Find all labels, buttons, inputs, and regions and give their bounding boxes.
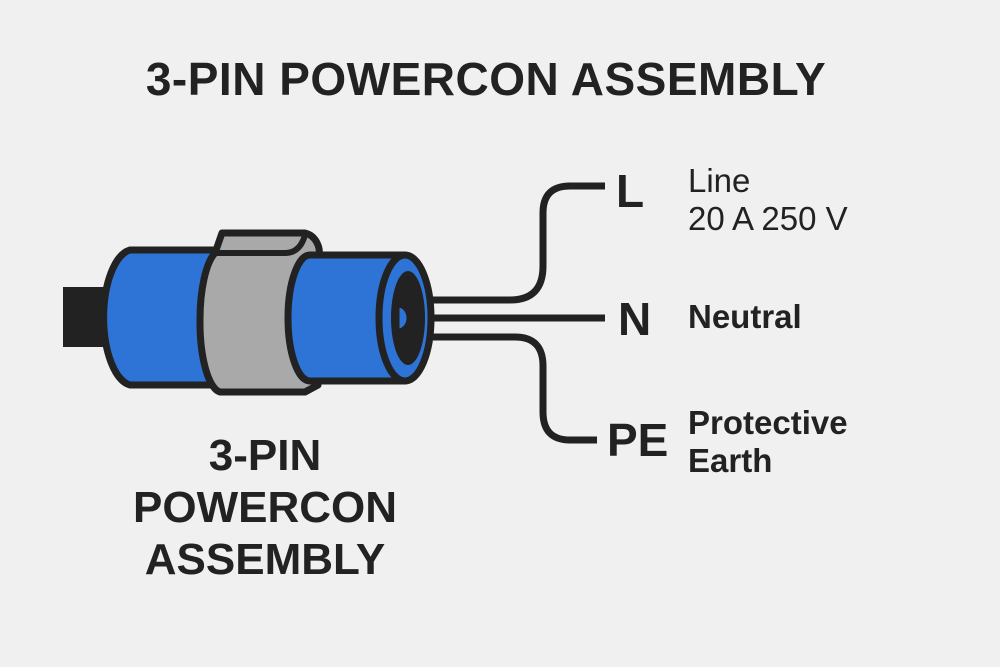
wire-code-line: L [616, 165, 645, 217]
wire-label-line-name: Line [688, 162, 751, 199]
wire-code-protective-earth: PE [607, 414, 669, 466]
wire-label-pe-line1: Protective [688, 404, 848, 441]
wire-label-pe-line2: Earth [688, 442, 773, 479]
wire-label-neutral-name: Neutral [688, 298, 802, 335]
connector-front-body [284, 251, 435, 385]
wire-code-neutral: N [618, 293, 652, 345]
diagram-title: 3-PIN POWERCON ASSEMBLY [145, 53, 827, 105]
wire-label-protective-earth: Protective Earth [688, 404, 848, 480]
connector-label: 3-PIN POWERCON ASSEMBLY [100, 430, 430, 586]
connector-label-line: ASSEMBLY [144, 535, 386, 584]
wire-line [431, 182, 605, 304]
connector-label-line: 3-PIN [208, 431, 322, 480]
wire-protective-earth [431, 333, 597, 444]
connector-rear-body [100, 246, 219, 389]
connector-label-line: POWERCON [133, 483, 397, 532]
wire-label-line-rating: 20 A 250 V [688, 200, 848, 237]
wire-label-neutral: Neutral [688, 298, 802, 336]
wire-label-line: Line 20 A 250 V [688, 162, 848, 238]
